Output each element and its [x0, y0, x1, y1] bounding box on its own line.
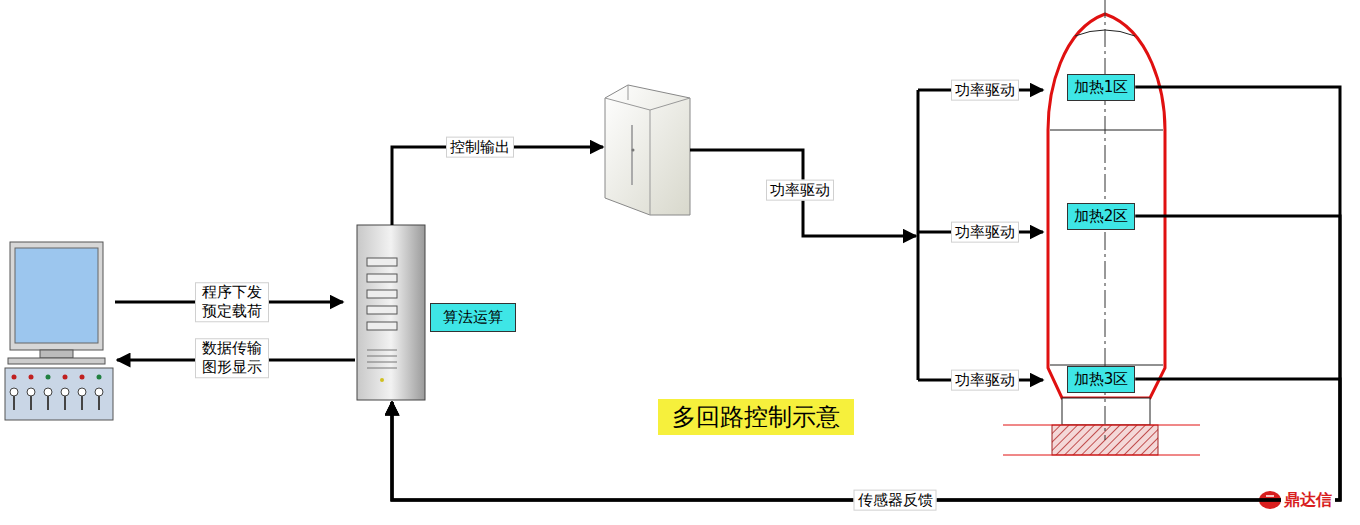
- rocket-body-part: [1048, 14, 1165, 398]
- feedback-line: [392, 379, 1340, 500]
- signal-label: 数据传输 图形显示: [195, 338, 269, 378]
- computer-icon-part: [10, 242, 103, 350]
- signal-label: 程序下发 预定载荷: [195, 282, 269, 322]
- computer-icon-part: [29, 375, 34, 380]
- heating-zone: 加热1区: [1067, 74, 1136, 101]
- signal-wire-part: [392, 147, 603, 225]
- computer-icon-part: [40, 350, 73, 358]
- diagram-title: 多回路控制示意: [658, 399, 854, 435]
- controller-box-part: [605, 85, 690, 215]
- computer-icon-part: [10, 388, 18, 396]
- computer-icon-part: [63, 375, 68, 380]
- computer-icon-part: [78, 388, 86, 396]
- controller-box-part: [605, 85, 690, 215]
- computer-icon-part: [97, 375, 102, 380]
- feedback-line: [392, 87, 1340, 500]
- heating-zone: 加热3区: [1067, 366, 1136, 393]
- server-tower-part: [380, 378, 384, 382]
- controller-box: [605, 85, 690, 215]
- signal-wire-part: [917, 90, 920, 380]
- server-tower-part: [367, 290, 397, 298]
- feedback-line: [392, 216, 1340, 500]
- zone-label: 加热3区: [1074, 370, 1129, 388]
- process-label: 算法运算: [430, 303, 516, 332]
- server-tower-part: [367, 306, 397, 314]
- computer-icon-part: [95, 388, 103, 396]
- server-tower-part: [367, 274, 397, 282]
- server-tower-part: [367, 350, 397, 368]
- rocket-body-part: [1003, 425, 1200, 455]
- heating-zone: 加热2区: [1067, 203, 1136, 230]
- server-tower-part: [367, 322, 397, 330]
- computer-icon-part: [27, 388, 35, 396]
- computer-icon-part: [61, 388, 69, 396]
- signal-label: 功率驱动: [951, 222, 1019, 243]
- rocket-body: [1003, 0, 1200, 455]
- watermark: 鼎达信: [1281, 490, 1335, 510]
- computer-icon-part: [12, 375, 17, 380]
- signal-wire: [115, 90, 1043, 380]
- server-tower-part: [357, 225, 425, 400]
- computer-icon-part: [5, 368, 113, 420]
- zone-label: 加热1区: [1074, 78, 1129, 96]
- signal-wire-part: [690, 150, 916, 236]
- controller-box-part: [632, 149, 635, 152]
- rocket-body-part: [1050, 30, 1163, 365]
- computer-icon-part: [44, 388, 52, 396]
- server-unit: 算法运算: [355, 225, 547, 402]
- computer-icon-part: [8, 358, 105, 364]
- signal-label: 功率驱动: [951, 80, 1019, 101]
- computer-icon-part: [15, 248, 98, 343]
- signal-label: 控制输出: [446, 137, 514, 158]
- computer-icon-part: [46, 375, 51, 380]
- controller-box-part: [631, 125, 633, 185]
- signal-label: 功率驱动: [951, 370, 1019, 391]
- computer-icon-part: [80, 375, 85, 380]
- rocket-body-part: [1062, 398, 1150, 425]
- computer-icon-part: [14, 396, 99, 410]
- zone-label: 加热2区: [1074, 207, 1129, 225]
- computer-icon: [5, 242, 113, 420]
- signal-label: 传感器反馈: [854, 490, 937, 511]
- signal-label: 功率驱动: [766, 180, 834, 201]
- server-tower-part: [367, 258, 397, 266]
- server-tower: [357, 225, 425, 400]
